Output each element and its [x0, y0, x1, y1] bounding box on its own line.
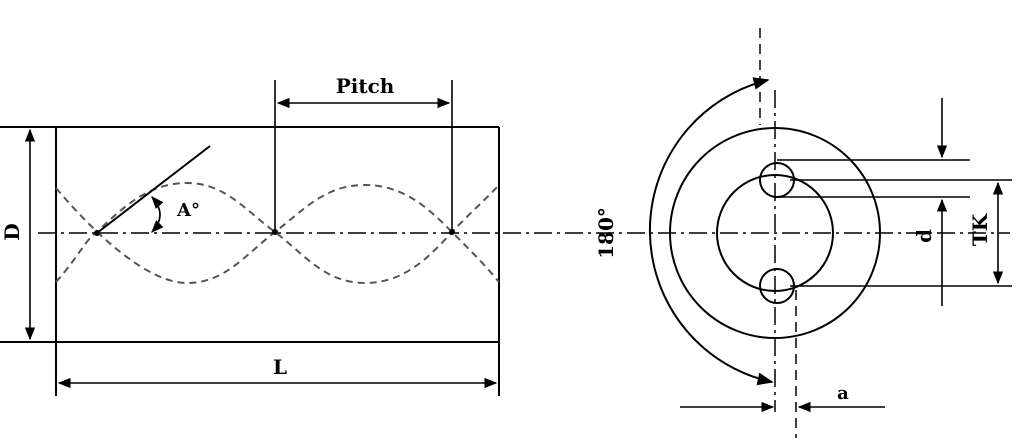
- length-label: L: [273, 355, 287, 379]
- pitch-label: Pitch: [336, 74, 395, 98]
- diameter-label: D: [0, 223, 24, 240]
- helix-point-1: [94, 230, 100, 236]
- end-view: 180° d TK a: [594, 28, 1012, 438]
- helix-curve-upper: [55, 181, 500, 285]
- hole-bottom: [759, 268, 795, 304]
- inner-circle: [716, 174, 834, 292]
- hole-top: [759, 162, 795, 198]
- rotation-arc: [648, 77, 774, 386]
- helix-point-3: [449, 229, 455, 235]
- side-view: D L Pitch A°: [0, 74, 500, 396]
- outer-circle: [669, 127, 881, 339]
- rotation-label: 180°: [594, 207, 618, 259]
- helix-point-2: [272, 229, 278, 235]
- angle-label: A°: [176, 200, 200, 221]
- helix-angle-line: [96, 145, 211, 234]
- offset-label: a: [837, 383, 849, 404]
- angle-arc: [151, 196, 164, 233]
- bolt-circle-label: TK: [968, 213, 992, 246]
- hole-diameter-label: d: [912, 229, 936, 243]
